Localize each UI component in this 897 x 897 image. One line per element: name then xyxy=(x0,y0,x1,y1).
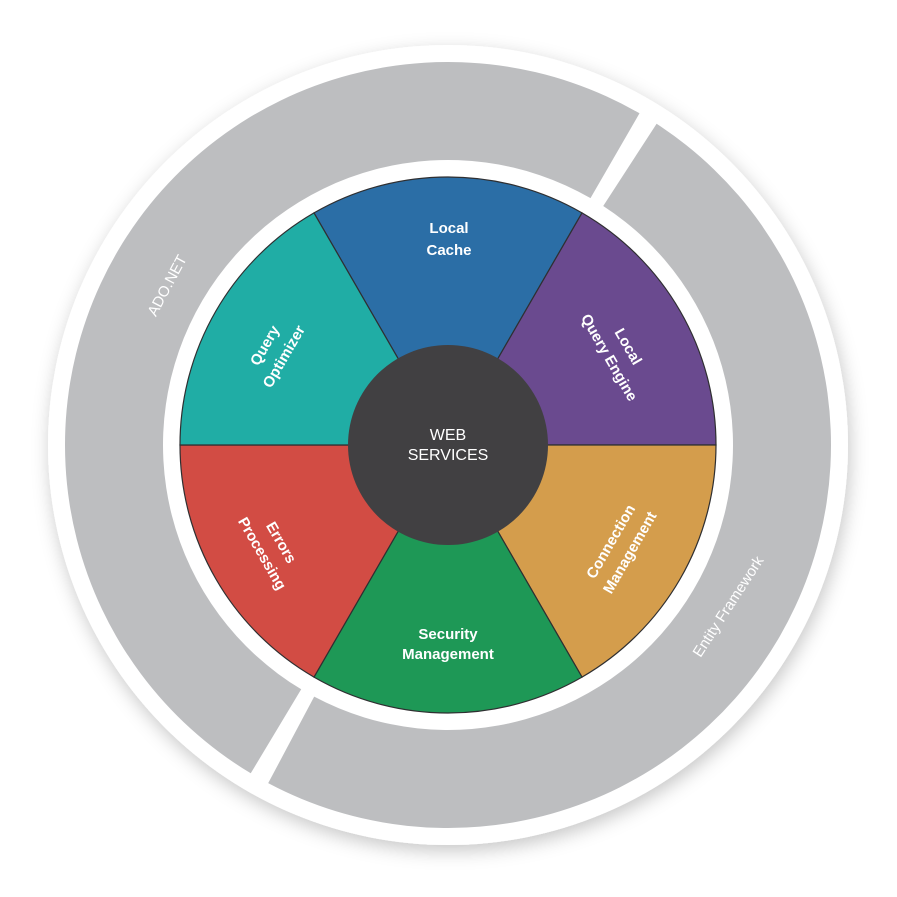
ado-net-ring xyxy=(65,62,640,774)
hub-label-line1: WEB xyxy=(430,427,466,444)
segment-label-line1: Local xyxy=(429,220,468,237)
outer-ring xyxy=(65,62,831,829)
segment-label-security-management: Security Management xyxy=(402,626,494,663)
segment-security-management xyxy=(313,443,583,714)
segment-label-line2: Management xyxy=(402,646,494,663)
hub-label-line2: SERVICES xyxy=(408,447,489,464)
segment-local-cache xyxy=(313,176,583,447)
entity-framework-ring xyxy=(268,123,831,829)
segment-label-line2: Cache xyxy=(426,242,471,259)
segment-label-local-cache: Local Cache xyxy=(426,220,471,259)
web-services-hub xyxy=(348,345,548,545)
segment-label-line1: Security xyxy=(418,626,478,643)
